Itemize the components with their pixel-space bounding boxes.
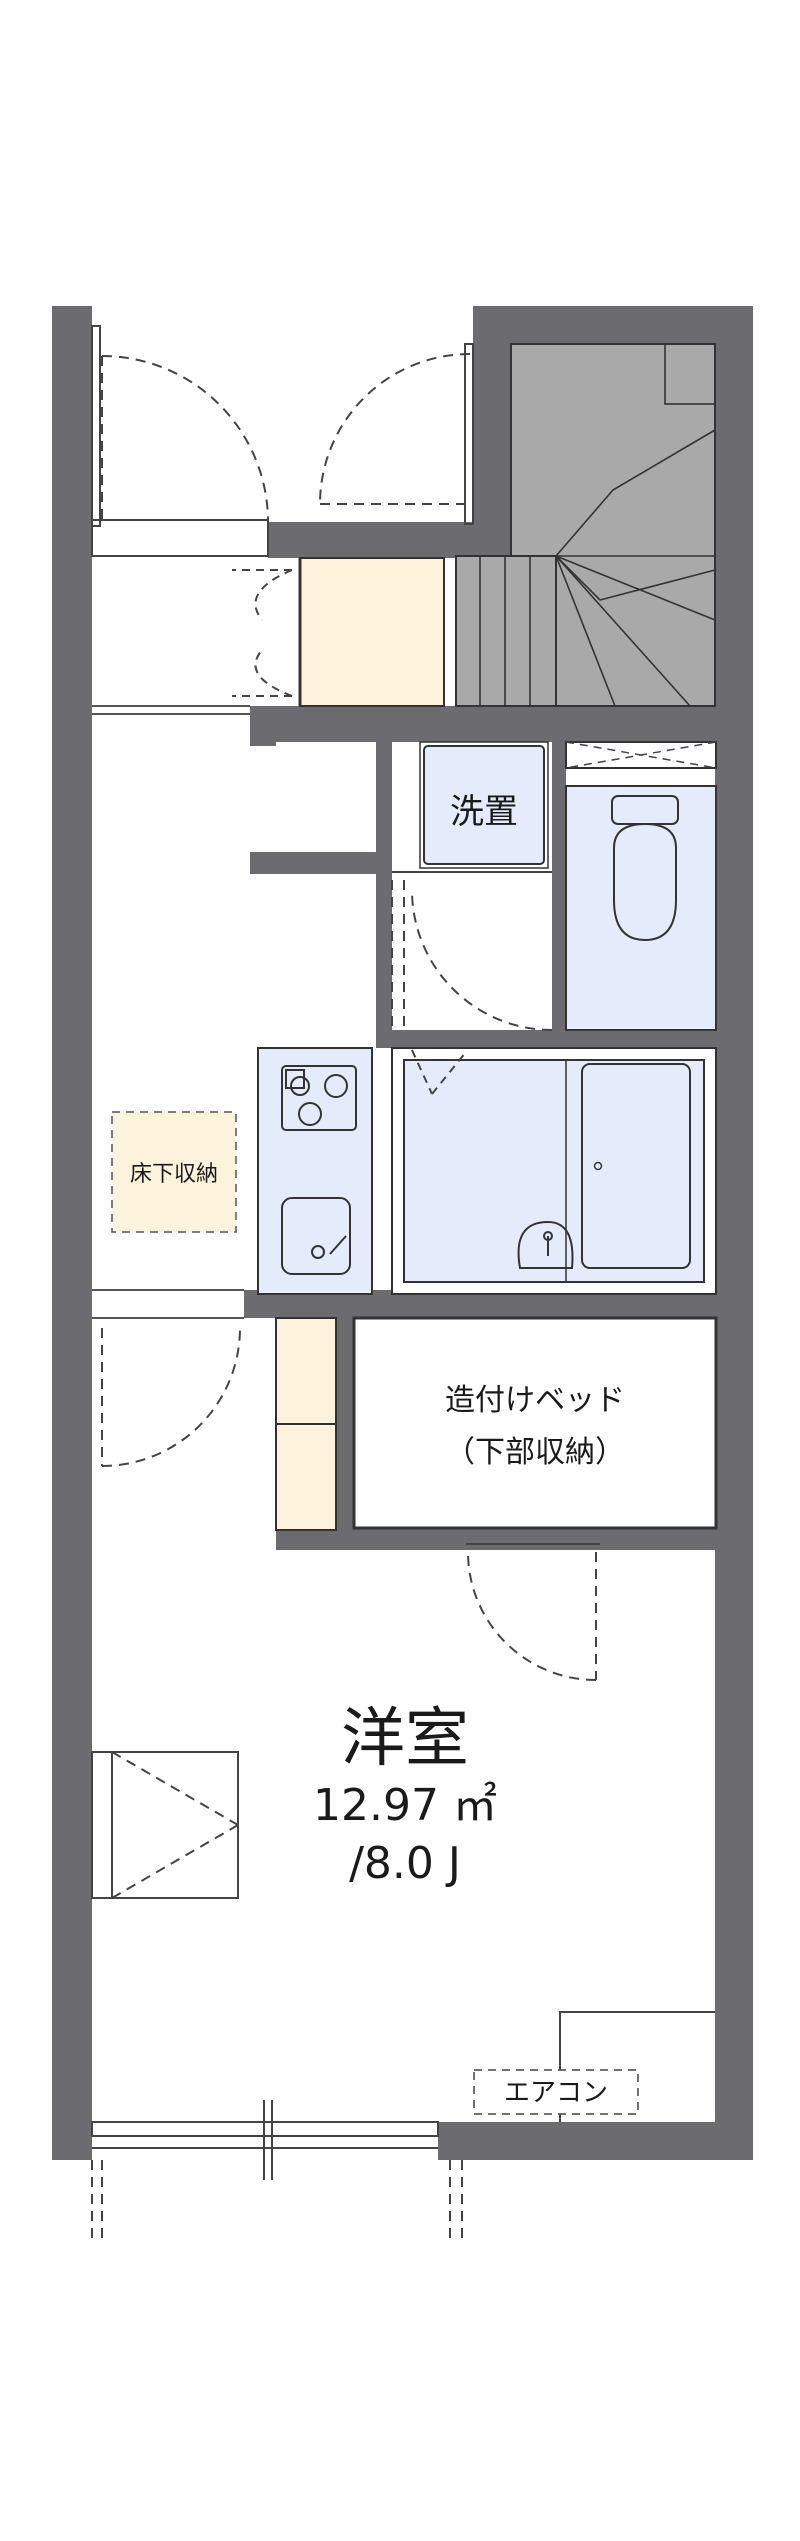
western-room-label: 洋室 [341,1702,469,1776]
shoe-closet [298,557,445,707]
western-room [92,1543,715,2122]
western-room-door [467,1551,597,1681]
underfloor-storage-label: 床下収納 [130,1162,218,1187]
built-in-bed-label: 造付けベッド [445,1383,625,1418]
bathroom-sink-icon [517,1220,574,1269]
built-in-bed [352,1316,718,1530]
kitchen-sink-icon [281,1197,351,1275]
washroom-label: 洗置 [450,792,518,832]
entrance-frame [91,325,474,557]
built-in-bed-sublabel: （下部収納） [445,1435,625,1470]
aircon [473,2069,639,2115]
shelf [275,1317,337,1531]
exterior-walls [52,306,753,2160]
closet-folding-doors [232,569,293,697]
toilet-icon [611,795,679,942]
corridor-lines [92,1289,244,1319]
balcony-rails [91,2160,463,2244]
balcony-window [91,2100,439,2180]
ceiling-hatch [91,1751,239,1899]
hallway-lines [92,705,250,715]
washroom-door [391,880,553,1031]
western-room-jo: /8.0 J [349,1838,461,1889]
stove-icon [281,1065,357,1131]
underfloor-storage [111,1111,237,1233]
bathroom-door [411,1049,467,1095]
staircase [455,343,716,707]
aircon-label: エアコン [504,2078,608,2108]
entrance-doors [101,353,471,521]
western-room-area: 12.97 ㎡ [313,1780,497,1831]
kitchen-counter [257,1047,373,1295]
bathroom [391,1047,717,1295]
interior-walls [244,306,716,1550]
washroom [392,741,552,873]
room-door-left [101,1327,241,1467]
